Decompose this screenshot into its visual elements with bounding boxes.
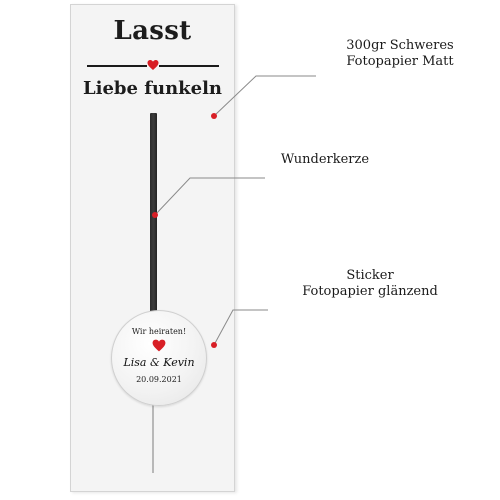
leader-line-paper (213, 75, 316, 117)
leader-line-sparkler (154, 177, 265, 216)
leader-dot-sparkler (152, 212, 158, 218)
annotation-paper-line2: Fotopapier Matt (346, 54, 454, 69)
leader-dot-sticker (211, 342, 217, 348)
annotation-sparkler: Wunderkerze (270, 152, 380, 168)
annotation-paper: 300gr Schweres Fotopapier Matt (320, 38, 480, 70)
sparkler-wire (152, 401, 154, 473)
card-title-line1: Lasst (113, 16, 192, 46)
annotation-sticker-line2: Fotopapier glänzend (302, 284, 438, 299)
wedding-sticker: Wir heiraten! Lisa & Kevin 20.09.2021 (111, 310, 207, 406)
annotation-sticker: Sticker Fotopapier glänzend (270, 268, 470, 300)
leader-dot-paper (211, 113, 217, 119)
sticker-headline: Wir heiraten! (131, 327, 187, 336)
annotation-sticker-line1: Sticker (346, 268, 394, 283)
heart-icon (147, 60, 159, 70)
annotation-paper-line1: 300gr Schweres (346, 38, 454, 53)
sparkler-card: Lasst Liebe funkeln Wir heiraten! Lisa &… (70, 4, 235, 492)
sticker-date: 20.09.2021 (136, 375, 182, 384)
divider-left (87, 65, 147, 67)
card-title-line2: Liebe funkeln (82, 78, 223, 99)
leader-line-sticker (213, 309, 268, 346)
sticker-names: Lisa & Kevin (123, 356, 195, 369)
heart-icon (152, 339, 166, 352)
divider-right (159, 65, 219, 67)
annotation-sparkler-line1: Wunderkerze (280, 152, 370, 167)
